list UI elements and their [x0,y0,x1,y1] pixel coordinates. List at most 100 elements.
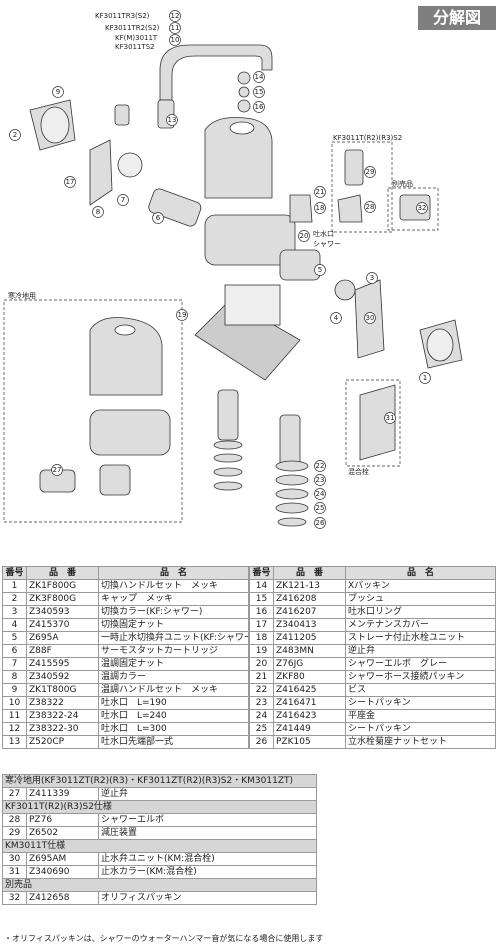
callout-circle [117,194,129,206]
part-name: シャワーホース接続パッキン [345,670,496,684]
part-number: 8 [2,670,27,684]
callout-number: 22 [316,462,325,470]
part-number: 20 [249,657,274,671]
part-number: 28 [2,813,27,827]
callout-circle [314,502,326,514]
part-code: Z76JG [273,657,346,671]
mixing-label: 混合栓 [348,467,369,476]
part-number: 10 [2,696,27,710]
part-code: Z38322 [26,696,99,710]
callout-circle [330,312,342,324]
part-number: 4 [2,618,27,632]
part-number: 3 [2,605,27,619]
section-row: KM3011T仕様 [2,839,317,853]
callout-number: 24 [316,490,325,498]
part-name: ビス [345,683,496,697]
part-code: Z38322-24 [26,709,99,723]
part-number: 25 [249,722,274,736]
part-number: 30 [2,852,27,866]
part-name: オリフィスパッキン [98,891,317,905]
part-code: Z41449 [273,722,346,736]
callout-circle [314,186,326,198]
part-number: 5 [2,631,27,645]
part-code: Z6502 [26,826,99,840]
part-name: シートパッキン [345,722,496,736]
callout-number: 17 [66,178,75,186]
part-code: Z415370 [26,618,99,632]
part-code: Z411339 [26,787,99,801]
page-title: 分解図 [418,6,496,30]
part-code: Z695AM [26,852,99,866]
callout-circle [169,34,181,46]
callout-circle [152,212,164,224]
part-code: Z416207 [273,605,346,619]
part-code: Z416208 [273,592,346,606]
spout [159,44,273,101]
part-number: 31 [2,865,27,879]
callout-circle [169,22,181,34]
part-code: ZK3F800G [26,592,99,606]
callout-circle [314,202,326,214]
spout-label: 吐水口 [313,229,334,238]
callout-circle [51,464,63,476]
callout-number: 7 [121,196,125,204]
part-number: 12 [2,722,27,736]
model-label-10b: KF3011TS2 [115,43,155,51]
callout-number: 13 [168,116,177,124]
part-name: 温調カラー [98,670,249,684]
part-number: 14 [249,579,274,593]
table-header-row: 番号 品 番 品 名 [249,566,496,580]
header-name: 品 名 [98,566,249,580]
callout-circle [364,312,376,324]
part-name: 減圧装置 [98,826,317,840]
header-no: 番号 [249,566,274,580]
part-code: Z411205 [273,631,346,645]
part-name: 吐水口 L=300 [98,722,249,736]
part-code: ZKF80 [273,670,346,684]
part-number: 27 [2,787,27,801]
callout-circle [92,206,104,218]
part-code: Z38322-30 [26,722,99,736]
separate-label: 別売品 [392,179,413,188]
part-number: 21 [249,670,274,684]
callout-circle [416,202,428,214]
part-name: シャワーエルボ [98,813,317,827]
callout-circle [366,272,378,284]
part-number: 18 [249,631,274,645]
callout-circle [314,474,326,486]
part-code: PZ76 [26,813,99,827]
part-number: 11 [2,709,27,723]
part-number: 29 [2,826,27,840]
callout-number: 2 [13,131,17,139]
part-name: 平座金 [345,709,496,723]
part-code: Z415595 [26,657,99,671]
part-number: 16 [249,605,274,619]
callout-number: 15 [255,88,264,96]
inset-model-label: KF3011T(R2)(R3)S2 [333,134,402,142]
valve-body [204,214,296,266]
section-row: KF3011T(R2)(R3)S2仕様 [2,800,317,814]
part-number: 1 [2,579,27,593]
section-label: KM3011T仕様 [2,839,317,853]
part-code: Z695A [26,631,99,645]
part-number: 9 [2,683,27,697]
footnote: ・オリフィスパッキンは、シャワーのウォーターハンマー音が気になる場合に使用します [4,934,324,943]
section-label: 別売品 [2,878,317,892]
cold-region-label: 寒冷地用 [8,291,36,300]
